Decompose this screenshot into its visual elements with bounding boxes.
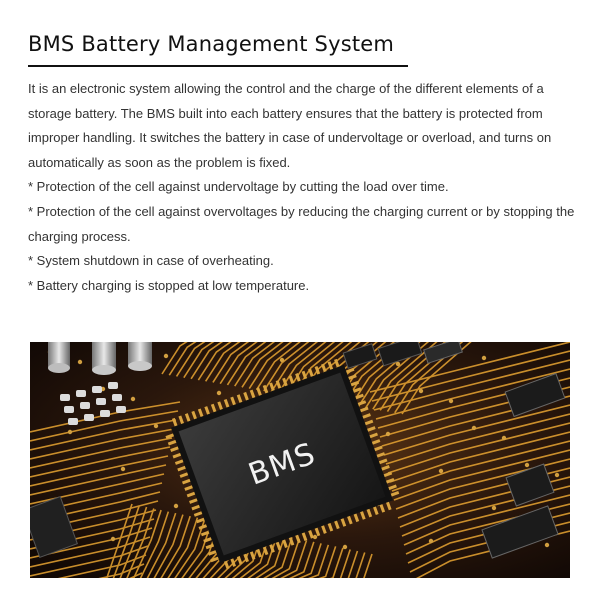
bullet-item: * System shutdown in case of overheating…: [28, 253, 274, 269]
article-body: It is an electronic system allowing the …: [28, 77, 576, 298]
bms-chip: BMS: [165, 358, 400, 570]
bullet-item: * Battery charging is stopped at low tem…: [28, 277, 310, 293]
bullet-item: * Protection of the cell against overvol…: [28, 203, 575, 244]
bullet-item: * Protection of the cell against undervo…: [28, 179, 449, 195]
bms-circuit-image: BMS: [30, 342, 570, 578]
circuit-board-illustration: BMS: [30, 342, 570, 578]
page-title: BMS Battery Management System: [28, 32, 395, 56]
intro-paragraph: It is an electronic system allowing the …: [28, 81, 552, 170]
capacitors: [48, 342, 152, 375]
title-underline: [28, 65, 408, 67]
peripheral-chips: [30, 342, 566, 559]
smd-components: [60, 382, 126, 425]
circuit-traces: [30, 342, 570, 578]
